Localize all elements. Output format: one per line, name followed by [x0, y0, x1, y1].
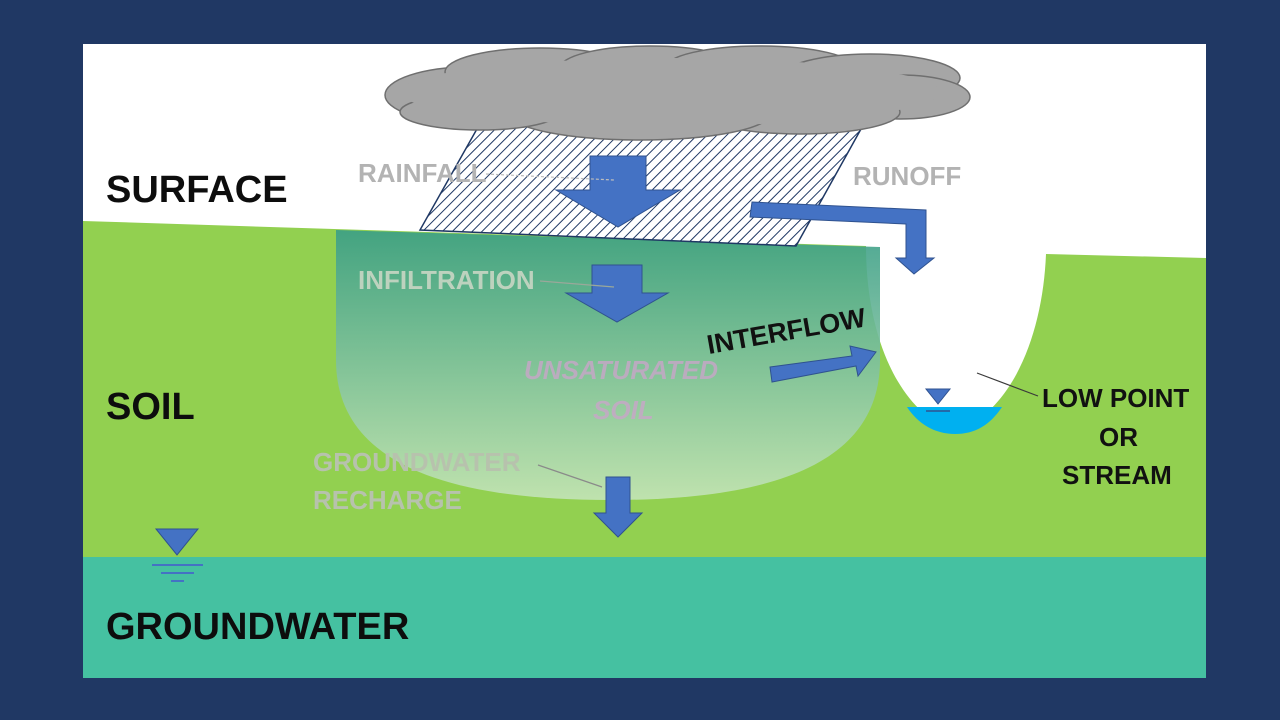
- infiltration-label: INFILTRATION: [358, 265, 535, 295]
- infiltration-leader: [539, 280, 615, 288]
- low-point-label-line2: OR: [1099, 422, 1138, 452]
- groundwater-label: GROUNDWATER: [106, 606, 410, 648]
- low-point-label-line1: LOW POINT: [1042, 383, 1190, 413]
- recharge-label-line1: GROUNDWATER: [313, 447, 521, 477]
- rainfall-arrow: [554, 155, 682, 228]
- rainfall-label: RAINFALL: [358, 158, 487, 188]
- unsaturated-soil-zone: [336, 230, 880, 500]
- stream-water: [907, 407, 1002, 434]
- recharge-label-line2: RECHARGE: [313, 485, 462, 515]
- water-table-icon: [152, 528, 203, 582]
- cloud-icon: [384, 45, 971, 141]
- interflow-arrow: [769, 345, 877, 383]
- stream-level-icon: [924, 388, 952, 412]
- low-point-leader: [976, 372, 1039, 397]
- low-point-label-line3: STREAM: [1062, 460, 1172, 490]
- runoff-label: RUNOFF: [853, 161, 962, 191]
- recharge-leader: [537, 464, 603, 488]
- unsaturated-label-line1: UNSATURATED: [524, 355, 719, 385]
- infiltration-arrow: [564, 264, 670, 323]
- runoff-arrow: [749, 201, 936, 275]
- groundwater-layer: [83, 557, 1206, 678]
- surface-label: SURFACE: [106, 169, 288, 211]
- rainfall-leader: [485, 173, 615, 181]
- recharge-arrow: [592, 476, 644, 538]
- soil-label: SOIL: [106, 386, 195, 428]
- unsaturated-label-line2: SOIL: [593, 395, 654, 425]
